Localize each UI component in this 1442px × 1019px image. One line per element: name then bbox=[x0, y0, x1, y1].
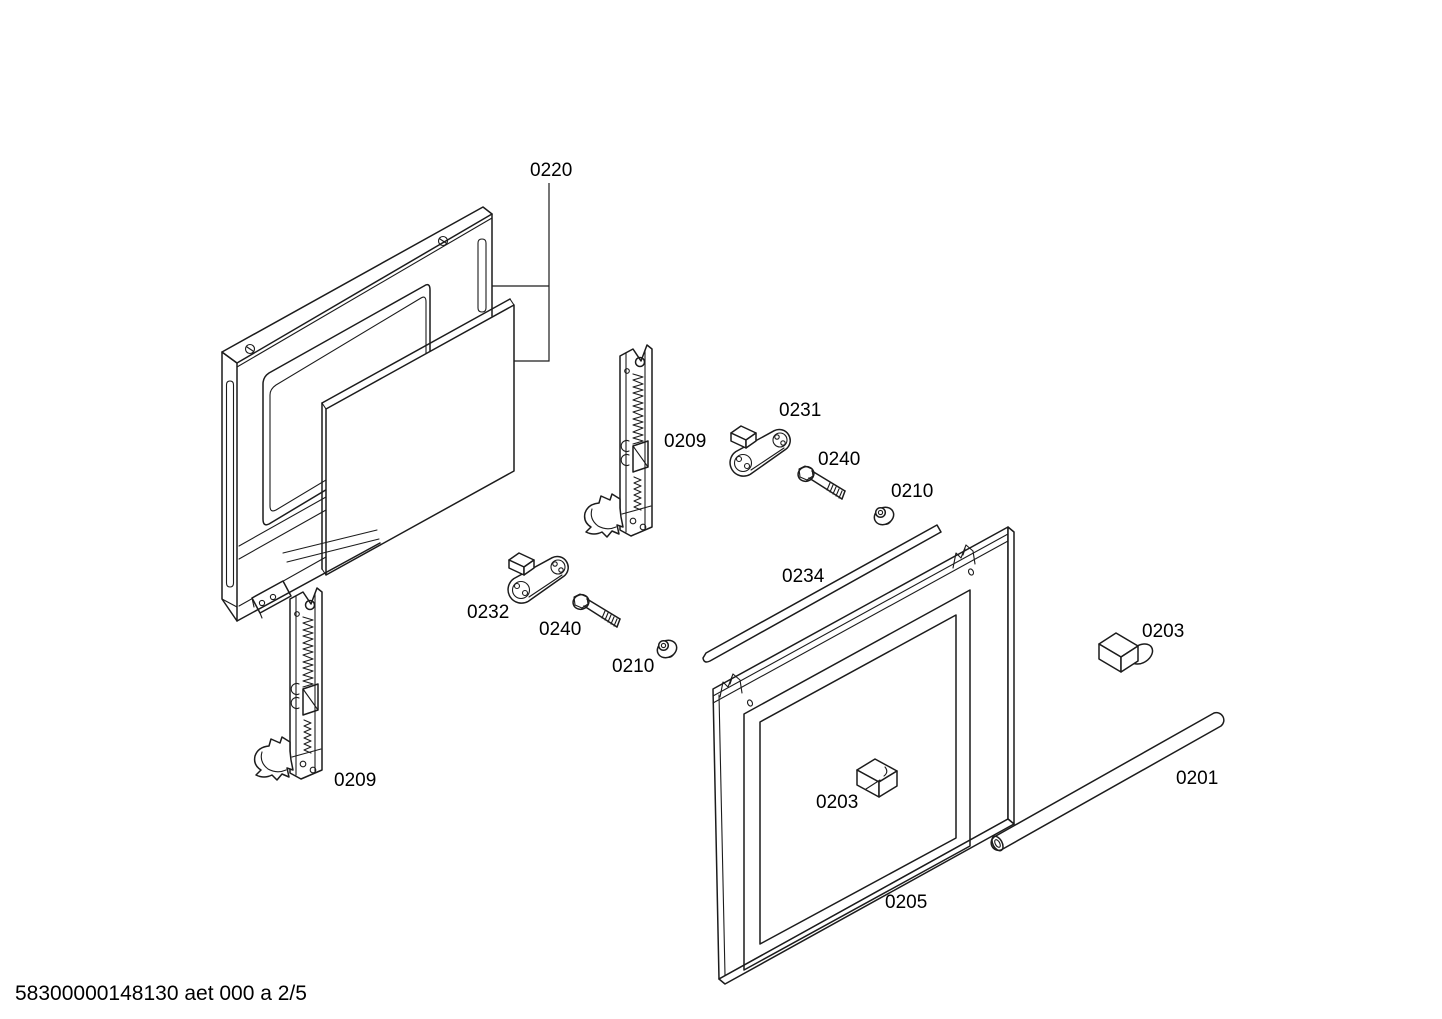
outer-door-hinge-cup-left bbox=[719, 673, 743, 698]
flange-line bbox=[286, 538, 380, 563]
handle-tube-open-end bbox=[991, 835, 1004, 852]
inner-door-screw-slot bbox=[246, 346, 254, 352]
flange-line bbox=[282, 529, 378, 554]
inner-door-left-face bbox=[221, 351, 238, 622]
inner-door-bracket-leg bbox=[259, 612, 263, 619]
bushing-upper bbox=[870, 503, 898, 529]
label-inner-door: 0220 bbox=[530, 160, 572, 181]
outer-door-window-glass-edge bbox=[759, 614, 957, 945]
inner-door-bracket-hole bbox=[269, 593, 277, 601]
glass-back-top-edge bbox=[321, 298, 511, 404]
label-bushing-upper: 0210 bbox=[891, 481, 933, 502]
flange-bottom-edge bbox=[236, 542, 381, 622]
label-screw-lower: 0240 bbox=[539, 619, 581, 640]
inner-door-screw-slot bbox=[439, 238, 447, 244]
inner-door-right-vent-slot bbox=[477, 238, 487, 313]
handle-tube-body bbox=[990, 711, 1225, 852]
sheet-footer: 58300000148130 aet 000 a 2/5 bbox=[15, 982, 307, 1005]
leader-line-inner-door bbox=[514, 183, 550, 362]
handle-tube bbox=[990, 711, 1225, 852]
label-hinge-upper: 0209 bbox=[664, 431, 706, 452]
outer-door-top-fold bbox=[712, 533, 1009, 697]
hinge-lower bbox=[253, 587, 323, 781]
label-endcap-door: 0203 bbox=[816, 792, 858, 813]
outer-door-hole bbox=[746, 699, 754, 707]
label-trim-strip: 0234 bbox=[782, 566, 825, 587]
glass-corner bbox=[321, 402, 327, 410]
label-handle-bracket-right: 0231 bbox=[779, 400, 821, 421]
inner-door-screw-head bbox=[437, 235, 449, 247]
handle-endcap-door bbox=[856, 758, 898, 798]
inner-door-top-fold bbox=[236, 217, 493, 368]
endcap-door-notch bbox=[883, 766, 888, 777]
inner-door-bottom-flange bbox=[236, 529, 381, 622]
handle-endcap-right bbox=[1098, 632, 1154, 673]
inner-door-bracket-leg bbox=[251, 597, 255, 608]
outer-door-window-frame bbox=[743, 589, 971, 971]
handle-bracket-right bbox=[729, 425, 791, 477]
inner-door-left-vent-slot bbox=[225, 380, 235, 588]
glass-pane-face bbox=[325, 304, 515, 576]
trim-strip-bar bbox=[702, 524, 942, 663]
label-hinge-lower: 0209 bbox=[334, 770, 376, 791]
outer-door-right-side bbox=[1007, 526, 1015, 825]
endcap-right-detail bbox=[1120, 650, 1131, 658]
label-handle-bracket-left: 0232 bbox=[467, 602, 509, 623]
label-handle-tube: 0201 bbox=[1176, 768, 1218, 789]
outer-door-hinge-cup-right-detail bbox=[962, 548, 966, 556]
inner-door-glass bbox=[321, 298, 515, 576]
outer-door-left-fold bbox=[718, 694, 726, 976]
label-endcap-right: 0203 bbox=[1142, 621, 1184, 642]
inner-door-corner-bracket bbox=[251, 580, 292, 614]
outer-door-hinge-cup-left-detail bbox=[729, 677, 733, 685]
glass-corner bbox=[509, 298, 515, 306]
inner-door-bottom-fold bbox=[238, 509, 327, 560]
trim-strip bbox=[702, 524, 942, 663]
outer-door-top-fold bbox=[712, 540, 1009, 704]
inner-door-bracket-hole bbox=[258, 599, 266, 607]
handle-tube-bore bbox=[994, 839, 1001, 848]
hinge-upper bbox=[583, 344, 653, 538]
label-bushing-lower: 0210 bbox=[612, 656, 654, 677]
endcap-door-side bbox=[878, 770, 898, 798]
label-outer-door: 0205 bbox=[885, 892, 927, 913]
endcap-door-tab bbox=[865, 779, 881, 790]
bushing-lower bbox=[653, 636, 681, 662]
inner-door-screw-head bbox=[244, 343, 256, 355]
outer-door-hinge-cup-right bbox=[952, 544, 976, 569]
handle-bracket-left bbox=[507, 552, 569, 604]
outer-door-face bbox=[712, 526, 1009, 980]
inner-door-bottom-fold bbox=[238, 496, 327, 547]
endcap-right-side bbox=[1120, 645, 1139, 673]
inner-door-corner-fold bbox=[221, 598, 238, 608]
label-screw-upper: 0240 bbox=[818, 449, 860, 470]
outer-door-panel bbox=[712, 526, 1015, 985]
outer-door-hole bbox=[967, 568, 975, 576]
